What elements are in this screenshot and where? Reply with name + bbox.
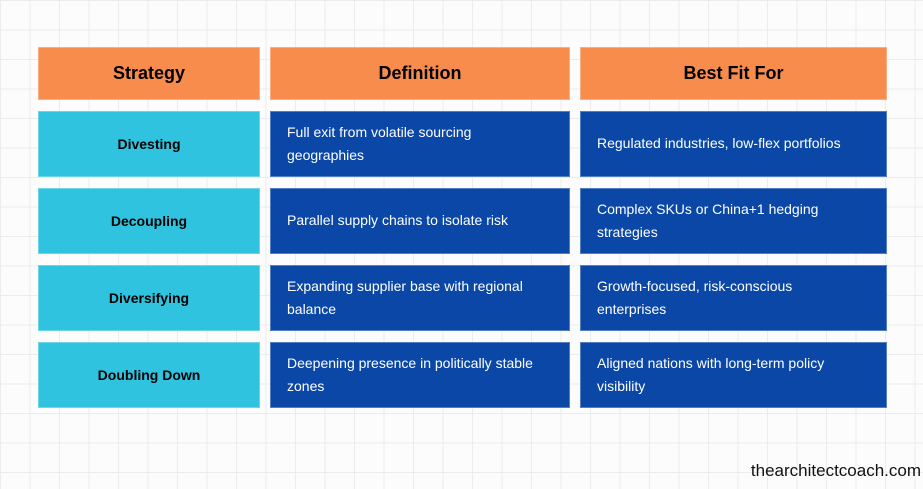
best-fit-cell-decoupling: Complex SKUs or China+1 hedging strategi… [580,188,887,254]
best-fit-cell-divesting: Regulated industries, low-flex portfolio… [580,111,887,177]
strategy-cell-diversifying: Diversifying [38,265,260,331]
column-header-strategy: Strategy [38,47,260,100]
column-header-definition: Definition [270,47,570,100]
strategy-cell-divesting: Divesting [38,111,260,177]
definition-cell-doubling-down: Deepening presence in politically stable… [270,342,570,408]
definition-cell-diversifying: Expanding supplier base with regional ba… [270,265,570,331]
definition-cell-divesting: Full exit from volatile sourcing geograp… [270,111,570,177]
best-fit-cell-doubling-down: Aligned nations with long-term policy vi… [580,342,887,408]
column-header-best-fit-for: Best Fit For [580,47,887,100]
definition-cell-decoupling: Parallel supply chains to isolate risk [270,188,570,254]
strategy-cell-doubling-down: Doubling Down [38,342,260,408]
strategy-comparison-table: Strategy Definition Best Fit For Divesti… [38,47,887,408]
best-fit-cell-diversifying: Growth-focused, risk-conscious enterpris… [580,265,887,331]
watermark-text: thearchitectcoach.com [750,461,921,480]
strategy-cell-decoupling: Decoupling [38,188,260,254]
